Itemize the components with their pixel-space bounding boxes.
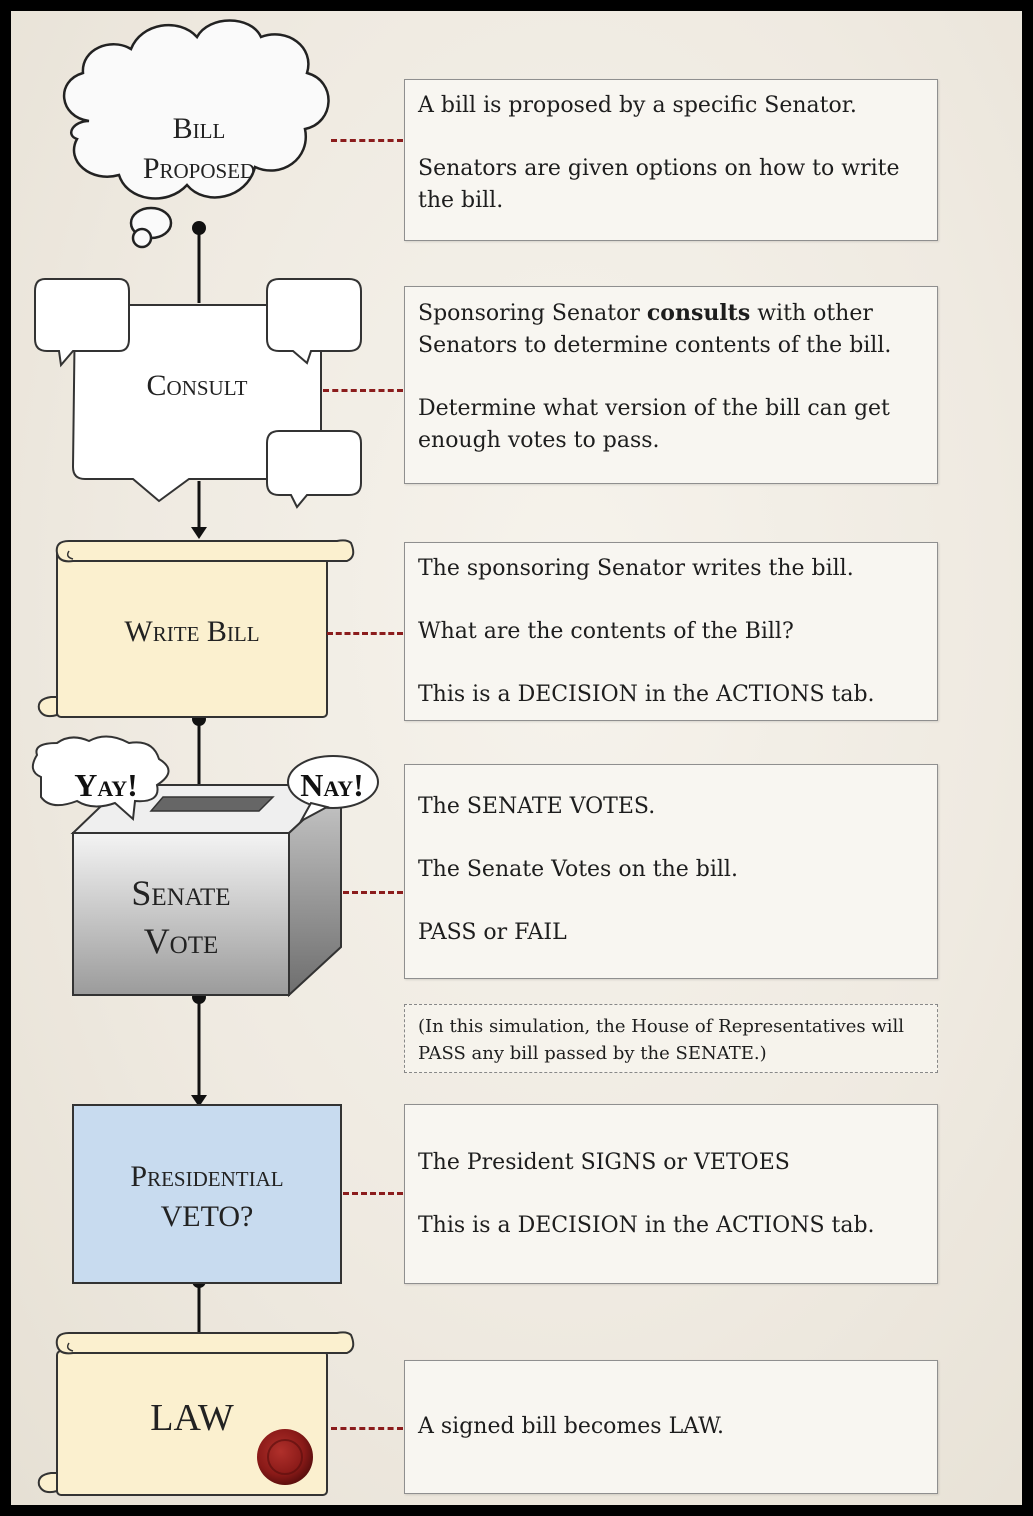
scroll-icon — [37, 539, 355, 718]
description-consult-line1: Sponsoring Senator consults with other S… — [418, 297, 923, 362]
label-presidential-veto: Presidential VETO? — [77, 1157, 337, 1237]
description-write-bill-line1: The sponsoring Senator writes the bill. — [418, 556, 854, 581]
consult-text-bold: consults — [646, 300, 751, 326]
connector-step2 — [323, 389, 403, 392]
description-write-bill-line2: What are the contents of the Bill? — [418, 619, 794, 644]
bubble-yay: Yay! — [74, 767, 138, 803]
wax-seal-icon — [257, 1429, 313, 1485]
description-veto-line2: This is a DECISION in the ACTIONS tab. — [418, 1212, 875, 1238]
description-write-bill: The sponsoring Senator writes the bill. … — [404, 542, 938, 721]
connector-step3 — [327, 632, 403, 635]
description-law: A signed bill becomes LAW. — [404, 1360, 938, 1494]
description-write-bill-line3: This is a DECISION in the ACTIONS tab. — [418, 682, 875, 707]
description-senate-vote-line2: The Senate Votes on the bill. — [418, 857, 738, 882]
label-consult: Consult — [146, 369, 248, 402]
paper-background: Bill Proposed Consult Write Bill Yay! Na… — [11, 11, 1022, 1505]
label-senate-vote-line2: Vote — [143, 921, 219, 961]
description-bill-proposed: A bill is proposed by a specific Senator… — [404, 79, 938, 241]
label-senate-vote-line1: Senate — [131, 873, 231, 913]
label-law: LAW — [150, 1397, 234, 1439]
description-senate-vote-line3: PASS or FAIL — [418, 920, 567, 945]
description-consult: Sponsoring Senator consults with other S… — [404, 286, 938, 484]
label-bill-proposed-line2: Proposed — [142, 152, 256, 185]
connector-step4 — [343, 891, 403, 894]
consult-text-before: Sponsoring Senator — [418, 301, 647, 326]
veto-box — [72, 1104, 342, 1284]
bubble-nay: Nay! — [300, 767, 364, 803]
label-presidential-veto-line2: VETO? — [160, 1200, 254, 1233]
connector-step1 — [331, 139, 403, 142]
description-presidential-veto: The President SIGNS or VETOES This is a … — [404, 1104, 938, 1284]
description-consult-line2: Determine what version of the bill can g… — [418, 396, 890, 453]
label-write-bill: Write Bill — [124, 615, 260, 648]
description-bill-proposed-line2: Senators are given options on how to wri… — [418, 156, 900, 213]
label-bill-proposed: Bill Proposed — [119, 109, 279, 189]
description-veto-line1: The President SIGNS or VETOES — [418, 1149, 790, 1175]
label-senate-vote: Senate Vote — [83, 869, 279, 965]
house-note: (In this simulation, the House of Repres… — [404, 1004, 938, 1073]
consult-text-after: with other Senators to determine content… — [418, 301, 892, 358]
description-senate-vote: The SENATE VOTES. The Senate Votes on th… — [404, 764, 938, 979]
flowchart-graphics — [31, 19, 379, 1496]
label-presidential-veto-line1: Presidential — [130, 1160, 284, 1193]
connector-step5 — [343, 1192, 403, 1195]
description-law-line1: A signed bill becomes LAW. — [418, 1414, 724, 1439]
connector-step6 — [331, 1427, 403, 1430]
speech-bubble-icon — [34, 278, 362, 509]
thought-cloud-icon — [63, 19, 330, 249]
label-bill-proposed-line1: Bill — [172, 112, 226, 145]
description-bill-proposed-line1: A bill is proposed by a specific Senator… — [418, 93, 857, 118]
description-senate-vote-line1: The SENATE VOTES. — [418, 794, 656, 819]
ballot-box-icon — [31, 735, 379, 998]
